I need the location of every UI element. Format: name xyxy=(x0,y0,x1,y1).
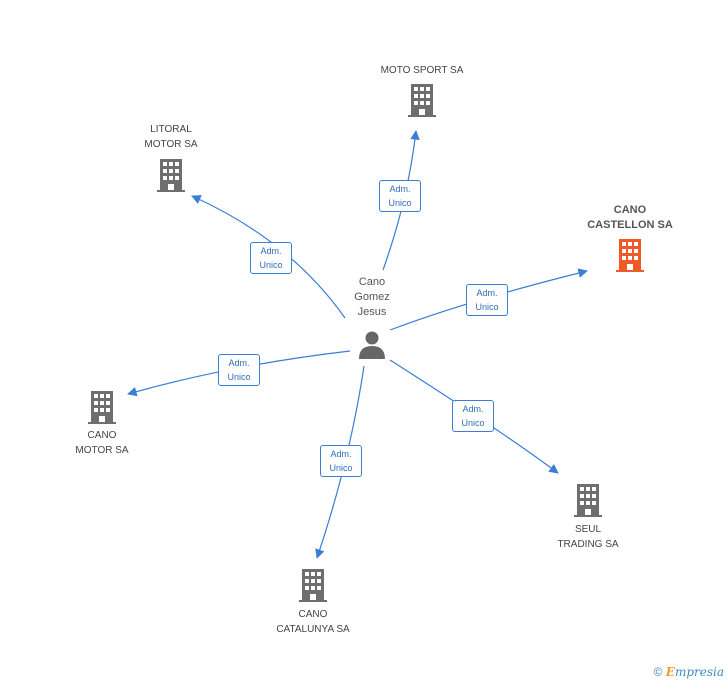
relation-label-litoral-motor[interactable]: Adm. Unico xyxy=(250,242,292,274)
company-name-line: LITORAL xyxy=(150,124,192,135)
relation-label-line: Unico xyxy=(259,260,283,270)
relation-label-line: Adm. xyxy=(476,288,498,298)
person-name-line: Jesus xyxy=(357,306,387,318)
footer-brand: © Empresia xyxy=(654,665,724,679)
company-name-line: MOTO SPORT SA xyxy=(380,65,464,76)
person-name-line: Cano xyxy=(358,276,386,288)
company-label-cano-motor[interactable]: CANO MOTOR SA xyxy=(75,428,128,458)
company-name-line: CANO xyxy=(298,609,328,620)
company-name-line: SEUL xyxy=(574,524,602,535)
relation-label-line: Unico xyxy=(227,372,251,382)
company-name-line: MOTOR SA xyxy=(75,445,129,456)
person-icon[interactable] xyxy=(359,331,385,360)
relation-label-line: Unico xyxy=(475,302,499,312)
company-name-line: TRADING SA xyxy=(557,539,619,550)
empresia-logo[interactable]: Empresia xyxy=(665,665,724,679)
company-label-moto-sport[interactable]: MOTO SPORT SA xyxy=(381,63,464,78)
person-name-line: Gomez xyxy=(354,291,390,303)
relation-label-seul-trading[interactable]: Adm. Unico xyxy=(452,400,494,432)
relation-label-line: Adm. xyxy=(260,246,282,256)
company-name-line: CANO xyxy=(87,430,117,441)
company-label-cano-castellon[interactable]: CANO CASTELLON SA xyxy=(587,203,673,233)
building-icon[interactable] xyxy=(88,391,116,424)
building-icon[interactable] xyxy=(574,484,602,517)
company-name-line: CATALUNYA SA xyxy=(276,624,350,635)
building-icon[interactable] xyxy=(408,84,436,117)
building-icon[interactable] xyxy=(157,159,185,192)
relation-label-cano-motor[interactable]: Adm. Unico xyxy=(218,354,260,386)
building-icon[interactable] xyxy=(299,569,327,602)
company-label-litoral-motor[interactable]: LITORAL MOTOR SA xyxy=(144,122,197,152)
relation-label-line: Unico xyxy=(461,418,485,428)
relation-label-line: Adm. xyxy=(228,358,250,368)
relation-label-line: Adm. xyxy=(389,184,411,194)
relation-label-line: Adm. xyxy=(330,449,352,459)
relation-label-line: Unico xyxy=(388,198,412,208)
company-label-cano-catalunya[interactable]: CANO CATALUNYA SA xyxy=(276,607,349,637)
company-name-line: MOTOR SA xyxy=(144,139,198,150)
copyright-symbol: © xyxy=(653,665,663,679)
company-name-line: CASTELLON SA xyxy=(587,219,673,231)
building-icon[interactable] xyxy=(616,239,644,272)
relation-label-moto-sport[interactable]: Adm. Unico xyxy=(379,180,421,212)
relation-label-line: Unico xyxy=(329,463,353,473)
relation-label-cano-castellon[interactable]: Adm. Unico xyxy=(466,284,508,316)
company-label-seul-trading[interactable]: SEUL TRADING SA xyxy=(557,522,618,552)
company-name-line: CANO xyxy=(613,204,647,216)
relation-label-cano-catalunya[interactable]: Adm. Unico xyxy=(320,445,362,477)
relation-label-line: Adm. xyxy=(462,404,484,414)
